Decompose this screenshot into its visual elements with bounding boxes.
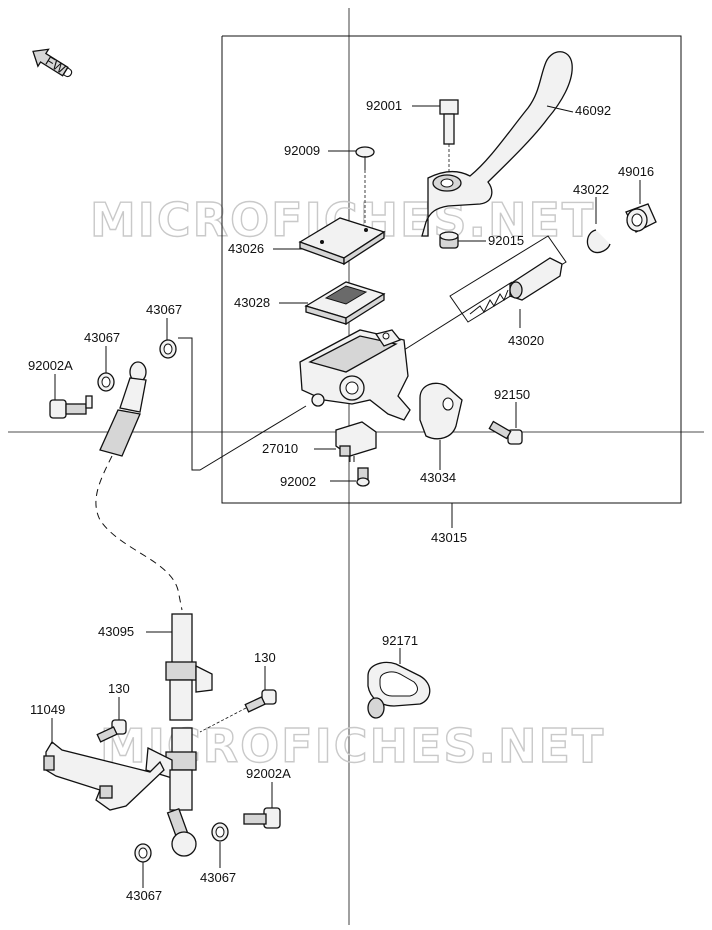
label-43067-d: 43067 xyxy=(200,870,236,885)
part-46092-brake-lever xyxy=(421,51,573,237)
part-92002A-banjo-bolt-b xyxy=(243,807,281,829)
label-130-a: 130 xyxy=(254,650,276,665)
part-43067-washer-d xyxy=(211,822,229,842)
part-43022-circlip xyxy=(586,229,611,254)
part-43067-washer-c xyxy=(134,843,152,863)
brake-hose-dashed-path xyxy=(95,455,183,611)
part-43028-diaphragm xyxy=(304,281,386,326)
label-92015: 92015 xyxy=(488,233,524,248)
part-92015-nut xyxy=(439,231,459,249)
label-43028: 43028 xyxy=(234,295,270,310)
part-92002-screw xyxy=(356,467,370,487)
part-49016-boot xyxy=(625,203,657,233)
label-43095: 43095 xyxy=(98,624,134,639)
label-92002A-b: 92002A xyxy=(246,766,291,781)
label-92001: 92001 xyxy=(366,98,402,113)
part-92171-band xyxy=(367,661,431,719)
part-43026-reservoir-cap xyxy=(298,217,386,266)
label-130-b: 130 xyxy=(108,681,130,696)
label-43067-c: 43067 xyxy=(126,888,162,903)
part-92002A-banjo-bolt-a xyxy=(49,395,93,419)
label-43034: 43034 xyxy=(420,470,456,485)
part-43020-piston-kit xyxy=(449,235,567,323)
label-43015: 43015 xyxy=(431,530,467,545)
label-92150: 92150 xyxy=(494,387,530,402)
label-92171: 92171 xyxy=(382,633,418,648)
label-92009: 92009 xyxy=(284,143,320,158)
label-92002A-a: 92002A xyxy=(28,358,73,373)
label-43067-a: 43067 xyxy=(146,302,182,317)
fwd-direction-arrow: FWD xyxy=(32,48,76,82)
part-92009-screw xyxy=(355,146,375,224)
label-43020: 43020 xyxy=(508,333,544,348)
brake-hose-upper-fitting xyxy=(99,361,147,457)
label-46092: 46092 xyxy=(575,103,611,118)
label-92002: 92002 xyxy=(280,474,316,489)
part-11049-bracket xyxy=(43,741,165,811)
fwd-label: FWD xyxy=(43,53,76,81)
label-27010: 27010 xyxy=(262,441,298,456)
part-130-bolt-b xyxy=(96,719,127,743)
label-43026: 43026 xyxy=(228,241,264,256)
part-43034-clamp xyxy=(419,382,463,440)
part-130-bolt-a xyxy=(244,689,277,713)
label-43067-b: 43067 xyxy=(84,330,120,345)
label-49016: 49016 xyxy=(618,164,654,179)
part-43067-washer-b xyxy=(97,372,115,392)
assembly-frame xyxy=(221,35,682,504)
part-43095-brake-hose xyxy=(145,613,213,857)
label-43022: 43022 xyxy=(573,182,609,197)
part-27010-switch xyxy=(335,421,377,462)
part-43067-washer-a xyxy=(159,339,177,359)
label-11049: 11049 xyxy=(30,702,65,717)
master-cylinder-body xyxy=(299,329,411,421)
part-92001-pivot-bolt xyxy=(439,99,459,178)
part-92150-bolt xyxy=(488,420,523,445)
